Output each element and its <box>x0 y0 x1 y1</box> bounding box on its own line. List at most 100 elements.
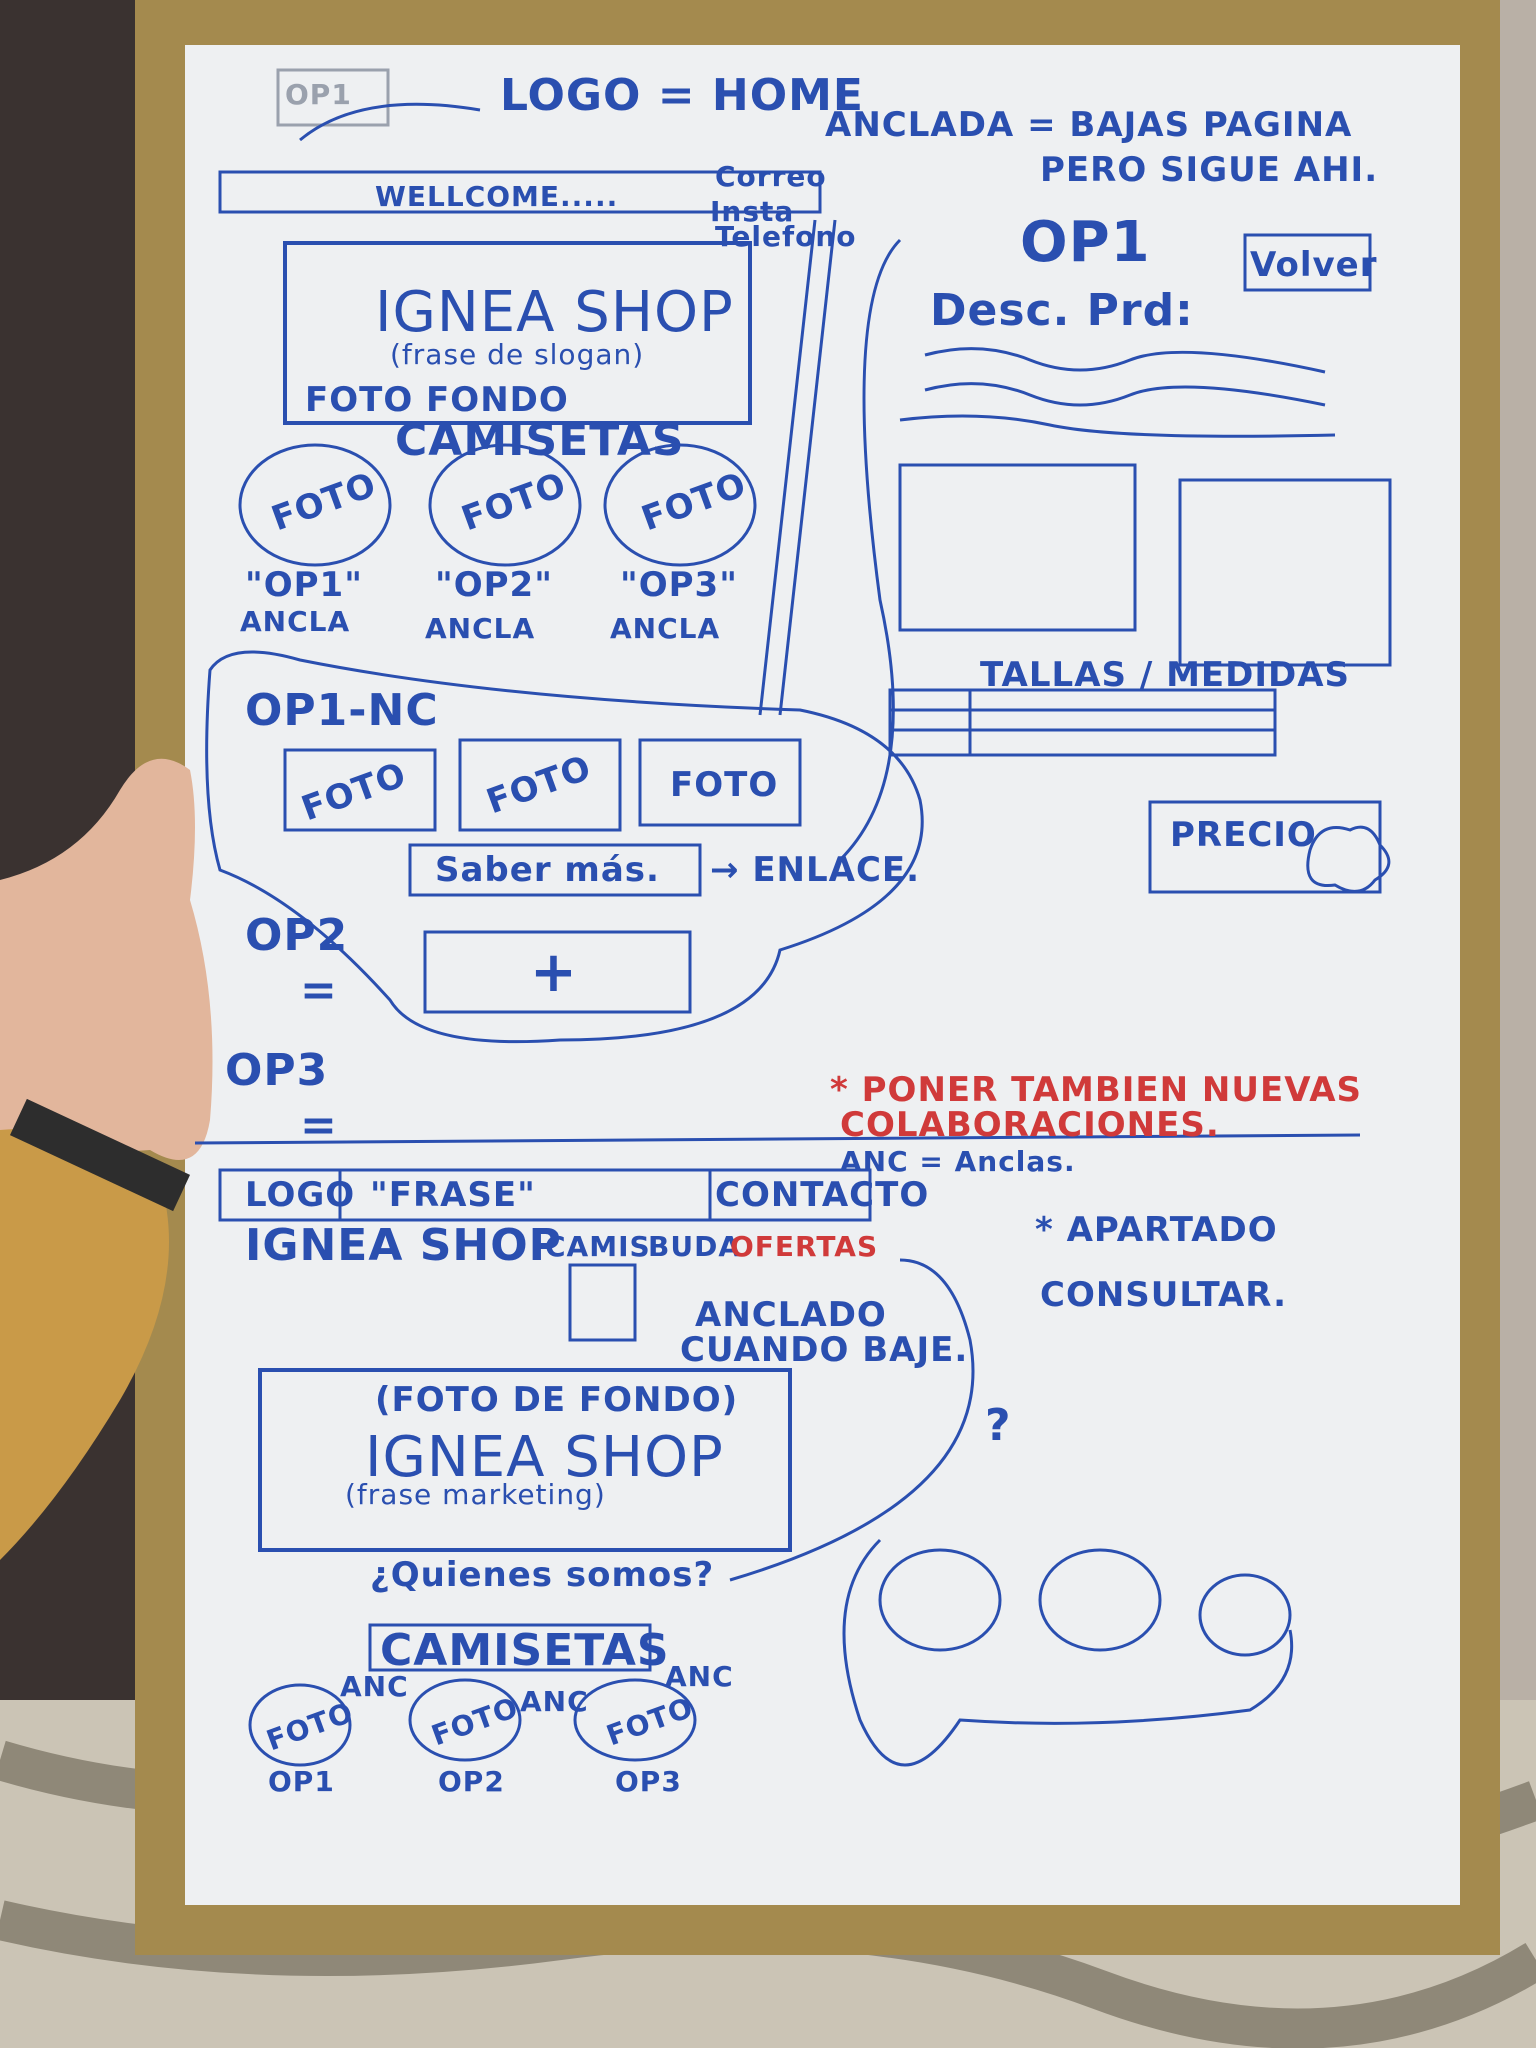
hero-box <box>283 241 752 425</box>
social-correo: Correo <box>715 160 827 193</box>
bottom-product-anc-3: ANC <box>665 1660 734 1693</box>
product-name-1: "OP1" <box>245 565 363 605</box>
op1-photo-2: FOTO <box>481 747 597 823</box>
op1-photo-1: FOTO <box>296 754 412 830</box>
curve-right <box>838 238 902 862</box>
quienes-somos: ¿Quienes somos? <box>370 1555 715 1595</box>
product-anchor-2: ANCLA <box>425 612 536 645</box>
volver-button: Volver <box>1250 245 1378 285</box>
anc-note: ANC = Anclas. <box>840 1145 1076 1178</box>
social-insta: Insta <box>710 195 795 228</box>
op1-photo-box-1 <box>283 748 437 832</box>
precio-cloud <box>1306 825 1391 893</box>
op1-photo-3: FOTO <box>670 765 779 805</box>
bottom-product-circle-1 <box>248 1683 352 1767</box>
saber-mas-label: Saber más. <box>435 850 660 890</box>
question-curve <box>729 1258 975 1582</box>
logo-home-note: LOGO = HOME <box>500 70 864 121</box>
volver-box <box>1243 233 1372 292</box>
hero-bg-label: FOTO FONDO <box>305 380 569 420</box>
detail-image-1 <box>898 463 1137 632</box>
red-note-line2: COLABORACIONES. <box>840 1105 1220 1145</box>
enlace-label: → ENLACE. <box>710 850 921 890</box>
section-divider <box>194 1133 1361 1145</box>
bubble-1 <box>878 1548 1002 1652</box>
op1-photo-box-3 <box>638 738 802 827</box>
sleeve <box>0 1128 169 1560</box>
red-note-line1: * PONER TAMBIEN NUEVAS <box>830 1070 1363 1110</box>
bottom-product-anc-1: ANC <box>340 1670 409 1703</box>
anclado-line1: ANCLADO <box>695 1295 887 1335</box>
bottom-product-name-2: OP2 <box>438 1765 505 1798</box>
bottom-product-circle-3 <box>573 1678 697 1762</box>
op1-nc-blob <box>205 650 924 1044</box>
section-title-camisetas: CAMISETAS <box>395 415 685 466</box>
bottom-logo-box: LOGO <box>245 1175 356 1215</box>
product-photo-2: FOTO <box>456 464 572 540</box>
scrollbar-line-a <box>758 219 817 716</box>
hero-subtitle: (frase de slogan) <box>390 338 645 371</box>
desc-label: Desc. Prd: <box>930 285 1194 336</box>
product-circle-2 <box>428 443 582 567</box>
op3-label: OP3 <box>225 1045 329 1096</box>
op2-label: OP2 <box>245 910 349 961</box>
saber-mas-box <box>408 843 702 897</box>
bottom-product-photo-2: FOTO <box>427 1690 523 1753</box>
product-circle-3 <box>603 443 757 567</box>
apartado-note: * APARTADO <box>1035 1210 1278 1250</box>
bottom-nav-buda: BUDA <box>648 1230 741 1263</box>
product-name-2: "OP2" <box>435 565 553 605</box>
bottom-section-title: CAMISETAS <box>380 1625 670 1676</box>
watch-band <box>9 1098 191 1212</box>
product-circle-1 <box>238 443 392 567</box>
bottom-header-box <box>218 1168 872 1222</box>
tallas-label: TALLAS / MEDIDAS <box>980 655 1351 695</box>
desc-wave-3 <box>899 414 1336 438</box>
op1-tag: OP1 <box>285 78 352 111</box>
menu-icon-box <box>568 1263 637 1342</box>
anclado-line2: CUANDO BAJE. <box>680 1330 969 1370</box>
op2-equals: = <box>300 965 338 1016</box>
topbar <box>218 170 822 214</box>
bottom-nav-ofertas: OFERTAS <box>730 1230 879 1263</box>
tallas-table <box>888 688 1277 757</box>
detail-image-2 <box>1178 478 1392 667</box>
hero-title: IGNEA SHOP <box>375 280 734 345</box>
bottom-product-anc-2: ANC <box>520 1685 589 1718</box>
camisetas-box <box>368 1623 652 1672</box>
bubble-outline <box>842 1538 1294 1767</box>
bottom-hero-title: IGNEA SHOP <box>365 1425 724 1490</box>
bottom-product-name-3: OP3 <box>615 1765 682 1798</box>
bubble-3 <box>1198 1573 1292 1657</box>
bottom-nav-camis: CAMIS <box>545 1230 651 1263</box>
plus-icon: + <box>530 940 578 1005</box>
topbar-text: WELLCOME..... <box>375 180 619 213</box>
question-mark: ? <box>985 1400 1012 1451</box>
consultar-note: CONSULTAR. <box>1040 1275 1288 1315</box>
bottom-hero-sub: (frase marketing) <box>345 1478 606 1511</box>
op1-photo-box-2 <box>458 738 622 832</box>
scrollbar-line-b <box>778 219 837 716</box>
anchored-note-line1: ANCLADA = BAJAS PAGINA <box>825 105 1353 145</box>
bottom-hero-bg: (FOTO DE FONDO) <box>375 1380 739 1420</box>
board-surface <box>185 45 1460 1905</box>
bottom-brand: IGNEA SHOP <box>245 1220 562 1271</box>
product-anchor-1: ANCLA <box>240 605 351 638</box>
anchored-note-line2: PERO SIGUE AHI. <box>1040 150 1379 190</box>
product-photo-1: FOTO <box>266 464 382 540</box>
desc-wave-1 <box>924 347 1326 374</box>
op3-equals: = <box>300 1100 338 1151</box>
plus-box <box>423 930 692 1014</box>
detail-title: OP1 <box>1020 210 1151 275</box>
bottom-product-photo-3: FOTO <box>602 1690 698 1753</box>
hand <box>0 758 213 1160</box>
bottom-frase-box: "FRASE" <box>370 1175 536 1215</box>
op1-nc-label: OP1-NC <box>245 685 439 736</box>
arrow-logo <box>299 102 481 142</box>
precio-label: PRECIO <box>1170 815 1317 855</box>
social-telefono: Telefono <box>715 220 857 253</box>
desc-wave-2 <box>924 382 1326 407</box>
bottom-contacto-box: CONTACTO <box>715 1175 930 1215</box>
bottom-product-photo-1: FOTO <box>262 1695 358 1758</box>
